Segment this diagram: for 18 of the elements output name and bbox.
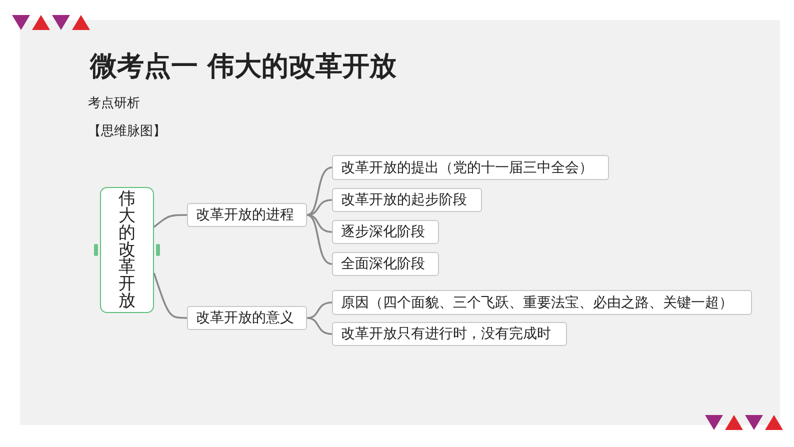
section-label: 考点研析 bbox=[88, 95, 140, 112]
topic-box: 改革开放的意义 bbox=[187, 306, 307, 330]
topic-box: 改革开放的起步阶段 bbox=[332, 188, 482, 212]
subsection-label: 【思维脉图】 bbox=[88, 123, 166, 140]
connector-line bbox=[306, 166, 332, 216]
topic-box: 原因（四个面貌、三个飞跃、重要法宝、必由之路、关键一超） bbox=[332, 290, 752, 315]
connector-line bbox=[153, 214, 187, 228]
topic-box: 全面深化阶段 bbox=[332, 252, 439, 276]
title: 微考点一 伟大的改革开放 bbox=[90, 50, 396, 84]
connector-line bbox=[306, 214, 332, 265]
topic-box: 改革开放只有进行时，没有完成时 bbox=[332, 322, 567, 346]
topic-box: 改革开放的提出（党的十一届三中全会） bbox=[332, 155, 609, 180]
root-topic-box: 伟大的改革开放 bbox=[100, 187, 154, 313]
connector-line bbox=[306, 317, 332, 335]
topic-box: 改革开放的进程 bbox=[187, 203, 307, 227]
topic-box: 逐步深化阶段 bbox=[332, 220, 439, 244]
connector-line bbox=[153, 272, 187, 319]
connector-line bbox=[306, 302, 332, 319]
